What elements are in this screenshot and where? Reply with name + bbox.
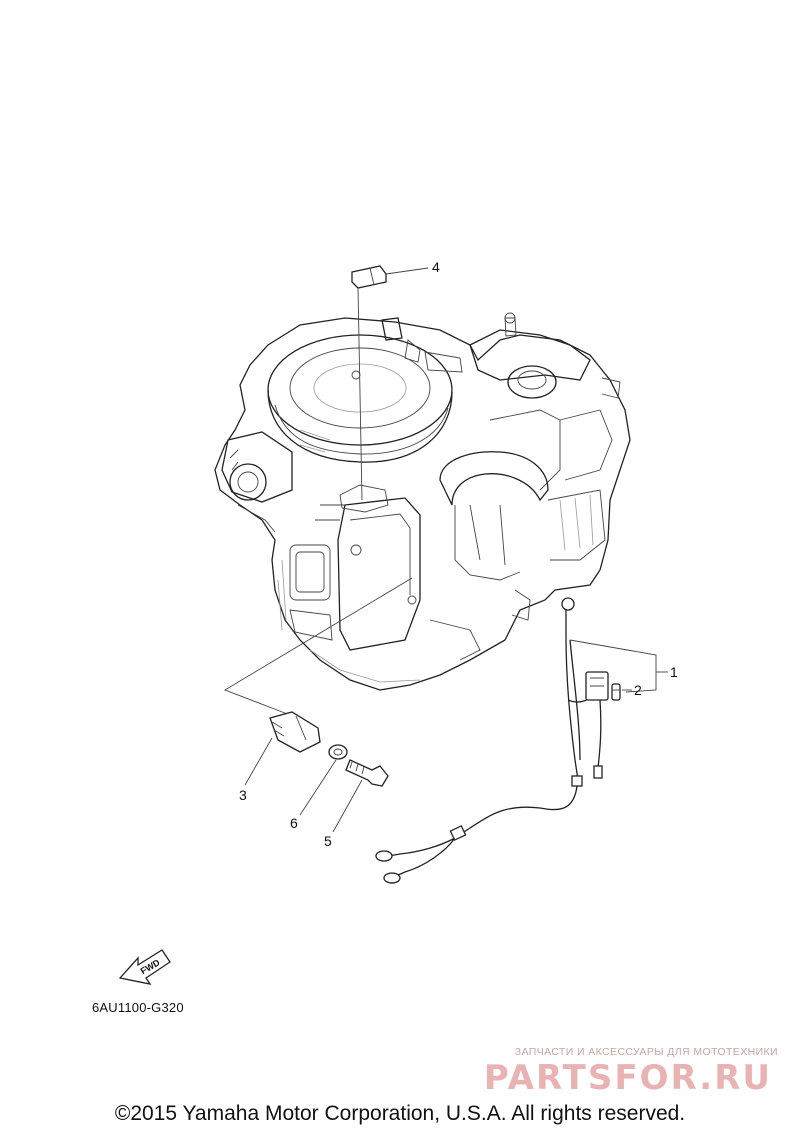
part-4-wire	[357, 287, 363, 501]
part-1-wire-harness	[375, 597, 609, 884]
watermark-logo: PARTSFOR.RU	[483, 1058, 772, 1098]
part-2-fuse	[611, 683, 621, 701]
watermark-subtitle: ЗАПЧАСТИ И АКСЕССУАРЫ ДЛЯ МОТОТЕХНИКИ	[514, 1046, 778, 1058]
callout-3: 3	[239, 787, 247, 803]
copyright-notice: ©2015 Yamaha Motor Corporation, U.S.A. A…	[114, 1102, 686, 1125]
callout-2: 2	[634, 682, 642, 698]
leader-line-3	[244, 737, 273, 786]
callout-5: 5	[324, 833, 332, 849]
engine-block	[214, 312, 631, 691]
part-5-bolt	[345, 759, 389, 787]
fwd-arrow-icon: FWD	[118, 949, 171, 985]
part-3-bracket	[269, 711, 321, 753]
leader-line-4	[385, 267, 429, 275]
part-4-connector	[351, 265, 387, 289]
part-6-washer	[328, 744, 348, 760]
callout-1: 1	[670, 664, 678, 680]
diagram-code: 6AU1100-G320	[92, 1000, 184, 1015]
callout-6: 6	[290, 815, 298, 831]
callout-4: 4	[432, 259, 440, 275]
leader-bracket-1	[569, 639, 657, 693]
leader-line-6	[299, 759, 337, 816]
leader-line-5	[332, 779, 363, 833]
leader-bracket-3	[223, 577, 413, 716]
